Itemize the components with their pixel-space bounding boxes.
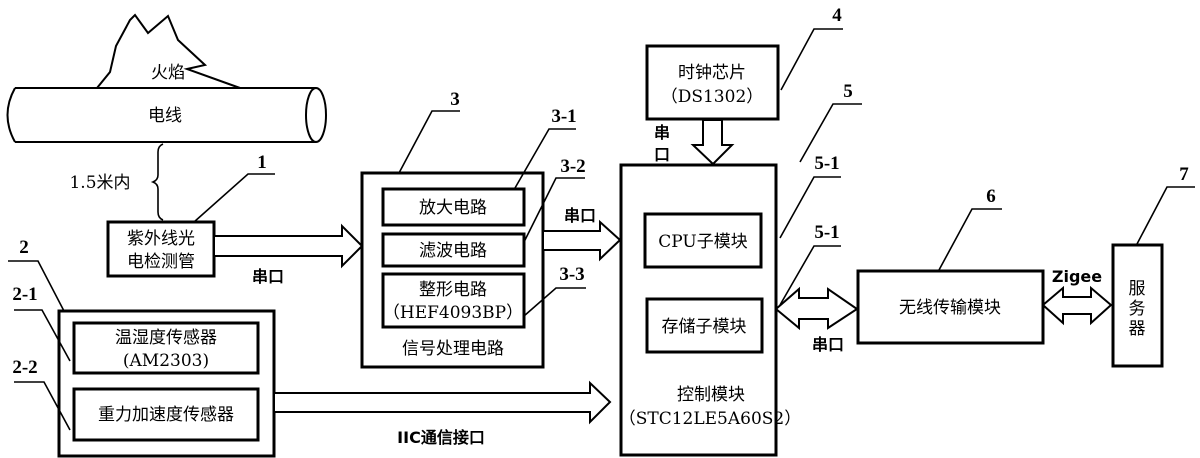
distance-brace: 1.5米内 bbox=[69, 143, 164, 221]
ref-leader-2-2 bbox=[14, 381, 71, 431]
sensors-to-control-link: IIC通信接口 bbox=[273, 380, 612, 447]
ref-label-2-1: 2-1 bbox=[12, 284, 37, 305]
bidirectional-arrow-icon bbox=[1041, 285, 1113, 326]
ref-label-5-1a: 5-1 bbox=[814, 153, 839, 174]
arrow-down-icon bbox=[690, 119, 735, 166]
arrow-right-icon bbox=[273, 380, 612, 425]
ref-leader-3-1 bbox=[514, 128, 576, 189]
uv-detector-line2: 电检测管 bbox=[127, 252, 195, 272]
shaper-line1: 整形电路 bbox=[419, 280, 487, 300]
ref-label-2-2: 2-2 bbox=[12, 357, 37, 378]
arrow-right-icon bbox=[542, 219, 622, 262]
ref-label-2: 2 bbox=[19, 237, 29, 258]
ref-leader-7 bbox=[1136, 186, 1195, 245]
amplifier-box bbox=[381, 187, 526, 227]
ref-leader-5-1b bbox=[779, 245, 841, 306]
ref-label-7: 7 bbox=[1179, 164, 1189, 185]
control-module-line1: 控制模块 bbox=[677, 385, 745, 405]
wire-label: 电线 bbox=[148, 106, 182, 126]
ref-label-3-3: 3-3 bbox=[559, 264, 584, 285]
distance-label: 1.5米内 bbox=[69, 173, 130, 193]
wireless-to-server-link: Zigee bbox=[1041, 267, 1113, 326]
server-label-char-3: 器 bbox=[1129, 319, 1146, 339]
uv-to-signal-link: 串口 bbox=[213, 223, 364, 286]
clock-chip-line1: 时钟芯片 bbox=[678, 63, 746, 83]
uv-to-signal-label: 串口 bbox=[252, 267, 284, 286]
signal-circuit-caption: 信号处理电路 bbox=[402, 339, 504, 359]
shaper-box bbox=[381, 272, 526, 329]
gravity-sensor-box bbox=[72, 387, 260, 442]
ref-label-3-2: 3-2 bbox=[560, 156, 585, 177]
clock-to-control-label-2: 口 bbox=[654, 145, 670, 164]
ref-leader-5 bbox=[799, 103, 862, 163]
filter-label: 滤波电路 bbox=[419, 241, 487, 261]
ref-label-3: 3 bbox=[450, 89, 460, 110]
clock-chip-line2: （DS1302） bbox=[661, 87, 764, 107]
ref-label-1: 1 bbox=[257, 152, 267, 173]
bidirectional-arrow-icon bbox=[774, 286, 859, 331]
signal-to-control-label: 串口 bbox=[564, 206, 596, 225]
sensor-group: 温湿度传感器 (AM2303) 重力加速度传感器 2 2-1 2-2 bbox=[8, 237, 276, 458]
storage-submodule-box bbox=[645, 297, 764, 354]
server-label-char-1: 服 bbox=[1129, 279, 1146, 299]
ref-leader-6 bbox=[938, 208, 1002, 271]
wire-end bbox=[305, 87, 327, 143]
ref-leader-3-3 bbox=[523, 287, 586, 317]
ref-label-3-1: 3-1 bbox=[551, 106, 576, 127]
signal-circuit: 放大电路 滤波电路 整形电路 （HEF4093BP） 信号处理电路 3 3-1 … bbox=[360, 89, 586, 369]
gravity-sensor-label: 重力加速度传感器 bbox=[98, 405, 234, 425]
cpu-submodule-box bbox=[643, 212, 763, 269]
ref-label-5-1b: 5-1 bbox=[814, 222, 839, 243]
ref-leader-2 bbox=[8, 260, 65, 312]
humidity-sensor-box bbox=[72, 321, 260, 375]
ref-label-6: 6 bbox=[986, 186, 996, 207]
humidity-sensor-line2: (AM2303) bbox=[123, 351, 209, 371]
ref-label-4: 4 bbox=[832, 5, 842, 26]
uv-detector-line1: 紫外线光 bbox=[127, 229, 195, 249]
cpu-submodule-label: CPU子模块 bbox=[658, 232, 747, 252]
flame-label: 火焰 bbox=[151, 63, 185, 83]
ref-leader-3 bbox=[398, 110, 460, 174]
amplifier-label: 放大电路 bbox=[419, 198, 487, 218]
shaper-line2: （HEF4093BP） bbox=[383, 303, 523, 323]
clock-chip: 时钟芯片 （DS1302） 4 bbox=[645, 5, 843, 121]
arrow-right-icon bbox=[213, 223, 364, 269]
ref-leader-1 bbox=[193, 173, 275, 223]
clock-to-control-link: 串 口 bbox=[654, 119, 735, 166]
control-module-line2: （STC12LE5A60S2） bbox=[619, 409, 802, 429]
ref-leader-3-2 bbox=[523, 177, 585, 243]
filter-box bbox=[381, 232, 526, 268]
uv-detector: 紫外线光 电检测管 1 bbox=[106, 152, 275, 278]
clock-chip-box bbox=[645, 44, 780, 121]
wireless-to-server-label: Zigee bbox=[1052, 267, 1102, 286]
wire: 电线 bbox=[6, 87, 327, 143]
ref-leader-2-1 bbox=[14, 309, 71, 362]
wire-body bbox=[6, 87, 316, 143]
control-module: CPU子模块 存储子模块 控制模块 （STC12LE5A60S2） 5 5-1 … bbox=[619, 81, 862, 457]
brace-icon bbox=[150, 143, 164, 221]
clock-to-control-label-1: 串 bbox=[654, 123, 670, 142]
wireless-module-label: 无线传输模块 bbox=[899, 298, 1001, 318]
server-box bbox=[1111, 243, 1164, 368]
wireless-module-box bbox=[856, 269, 1045, 345]
sensors-to-control-label: IIC通信接口 bbox=[397, 428, 485, 447]
flame: 火焰 bbox=[94, 13, 241, 89]
ref-leader-4 bbox=[780, 28, 843, 91]
server-label-char-2: 务 bbox=[1129, 299, 1146, 319]
ref-label-5: 5 bbox=[843, 81, 853, 102]
control-to-wireless-label: 串口 bbox=[812, 335, 844, 354]
control-to-wireless-link: 串口 bbox=[774, 286, 859, 354]
ref-leader-5-1a bbox=[779, 176, 841, 239]
server: 服 务 器 7 bbox=[1111, 164, 1195, 368]
signal-to-control-link: 串口 bbox=[542, 206, 622, 262]
wireless-module: 无线传输模块 6 bbox=[856, 186, 1045, 345]
flame-star-icon bbox=[94, 13, 241, 89]
humidity-sensor-line1: 温湿度传感器 bbox=[115, 328, 217, 348]
storage-submodule-label: 存储子模块 bbox=[662, 317, 747, 337]
